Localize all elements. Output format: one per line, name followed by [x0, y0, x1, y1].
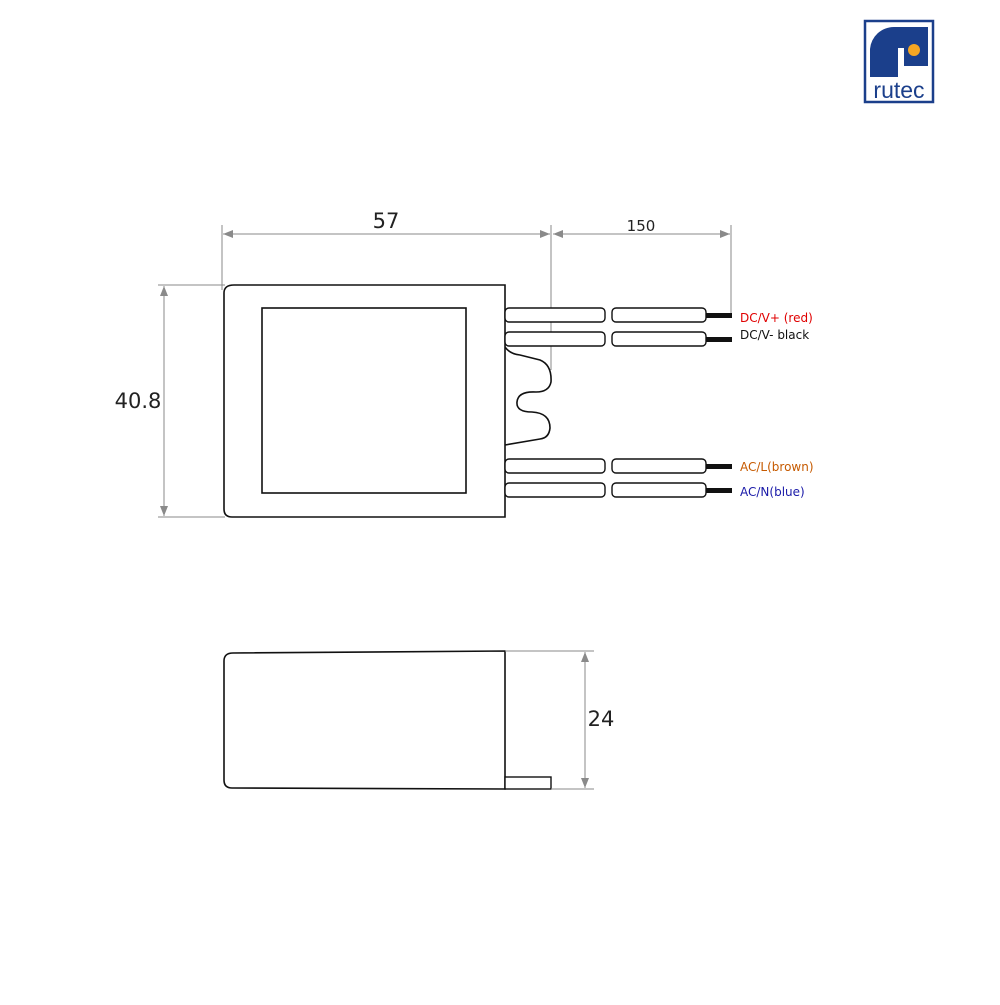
- housing-label-area: [261, 307, 467, 494]
- wire-label-dc-negative: DC/V- black: [740, 328, 809, 342]
- wire-ac-live: [504, 458, 732, 474]
- wire-dc-positive: [504, 307, 732, 323]
- top-view: 57 150 40.8: [115, 209, 814, 518]
- dimension-height-label: 40.8: [115, 389, 162, 413]
- wire-label-dc-positive: DC/V+ (red): [740, 311, 813, 325]
- wire-label-ac-neutral: AC/N(blue): [740, 485, 805, 499]
- dimension-width-label: 57: [373, 209, 400, 233]
- side-view: 24: [223, 650, 615, 790]
- logo-text: rutec: [873, 77, 924, 103]
- rutec-logo: rutec: [863, 19, 935, 104]
- logo-mark-icon: [870, 26, 928, 77]
- dimension-side-height-label: 24: [588, 707, 615, 731]
- dimension-wire-label: 150: [627, 217, 656, 235]
- strain-relief-clip: [504, 346, 552, 446]
- wire-label-ac-live: AC/L(brown): [740, 460, 814, 474]
- wire-dc-negative: [504, 331, 732, 347]
- logo-dot-icon: [908, 44, 920, 56]
- side-housing-outline: [223, 650, 506, 790]
- wire-ac-neutral: [504, 482, 732, 498]
- side-cable-clip: [504, 776, 552, 790]
